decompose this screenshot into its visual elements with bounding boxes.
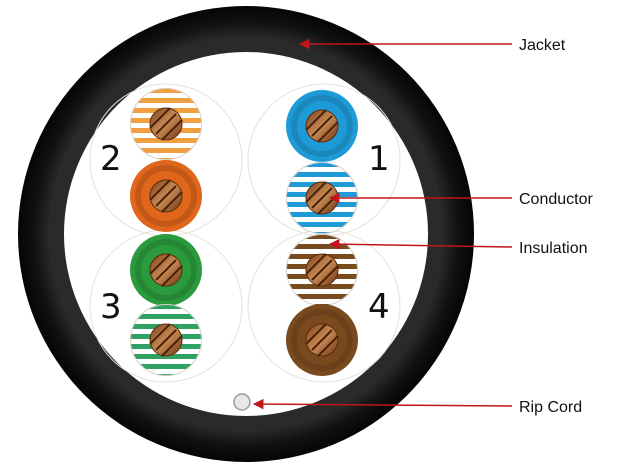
wire-orange <box>130 160 202 232</box>
wire-blue-white <box>286 162 358 234</box>
wire-green <box>130 234 202 306</box>
pair-number-1: 1 <box>368 139 390 179</box>
wire-blue <box>286 90 358 162</box>
pair-number-2: 2 <box>100 139 122 179</box>
wire-brown <box>286 304 358 376</box>
wires <box>130 88 358 376</box>
wire-green-white <box>130 304 202 376</box>
jacket <box>18 6 474 462</box>
conductor-label: Conductor <box>519 191 593 208</box>
rip-cord-callout-arrow <box>252 398 513 410</box>
rip-cord-label: Rip Cord <box>519 399 582 416</box>
jacket-label: Jacket <box>519 37 566 54</box>
insulation-callout-arrow <box>328 238 513 250</box>
pair-number-4: 4 <box>368 287 390 327</box>
wire-orange-white <box>130 88 202 160</box>
rip-cord <box>233 393 251 411</box>
pair-number-3: 3 <box>100 287 122 327</box>
insulation-label: Insulation <box>519 240 588 257</box>
